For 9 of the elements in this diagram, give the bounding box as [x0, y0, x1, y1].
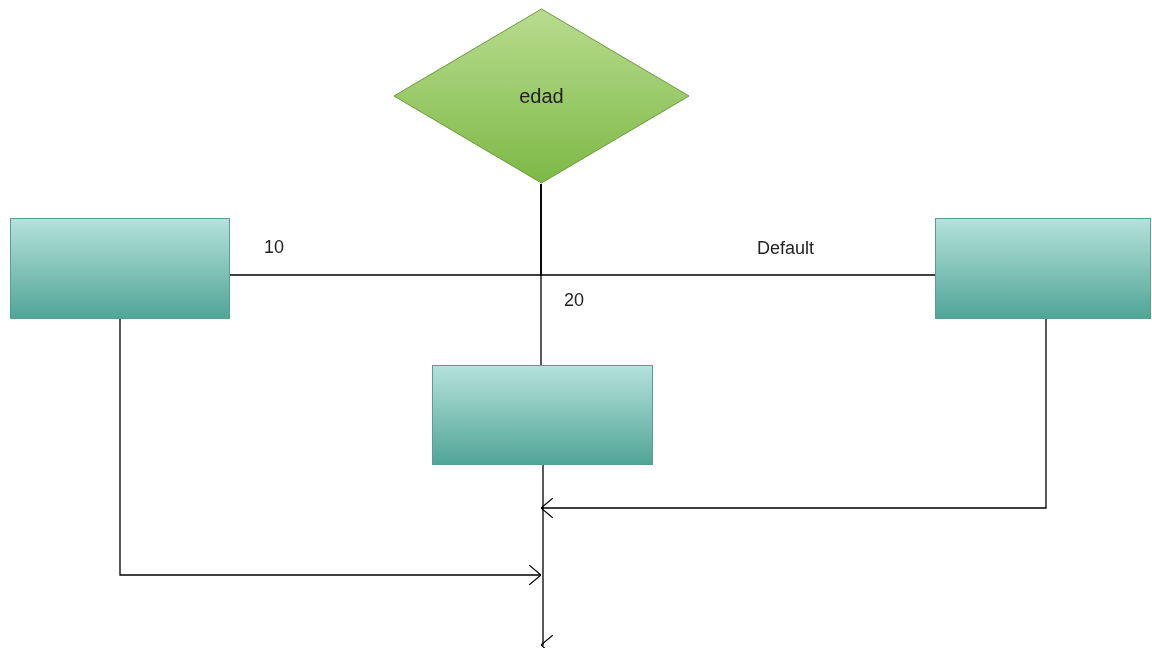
connector-line [540, 183, 936, 276]
arrow [119, 318, 542, 586]
node-text: edad [519, 84, 564, 109]
decision-diamond [393, 8, 690, 184]
arrow [540, 464, 554, 648]
process-box [432, 365, 653, 465]
arrow [540, 318, 1047, 519]
process-box [10, 218, 230, 319]
process-box [935, 218, 1151, 319]
